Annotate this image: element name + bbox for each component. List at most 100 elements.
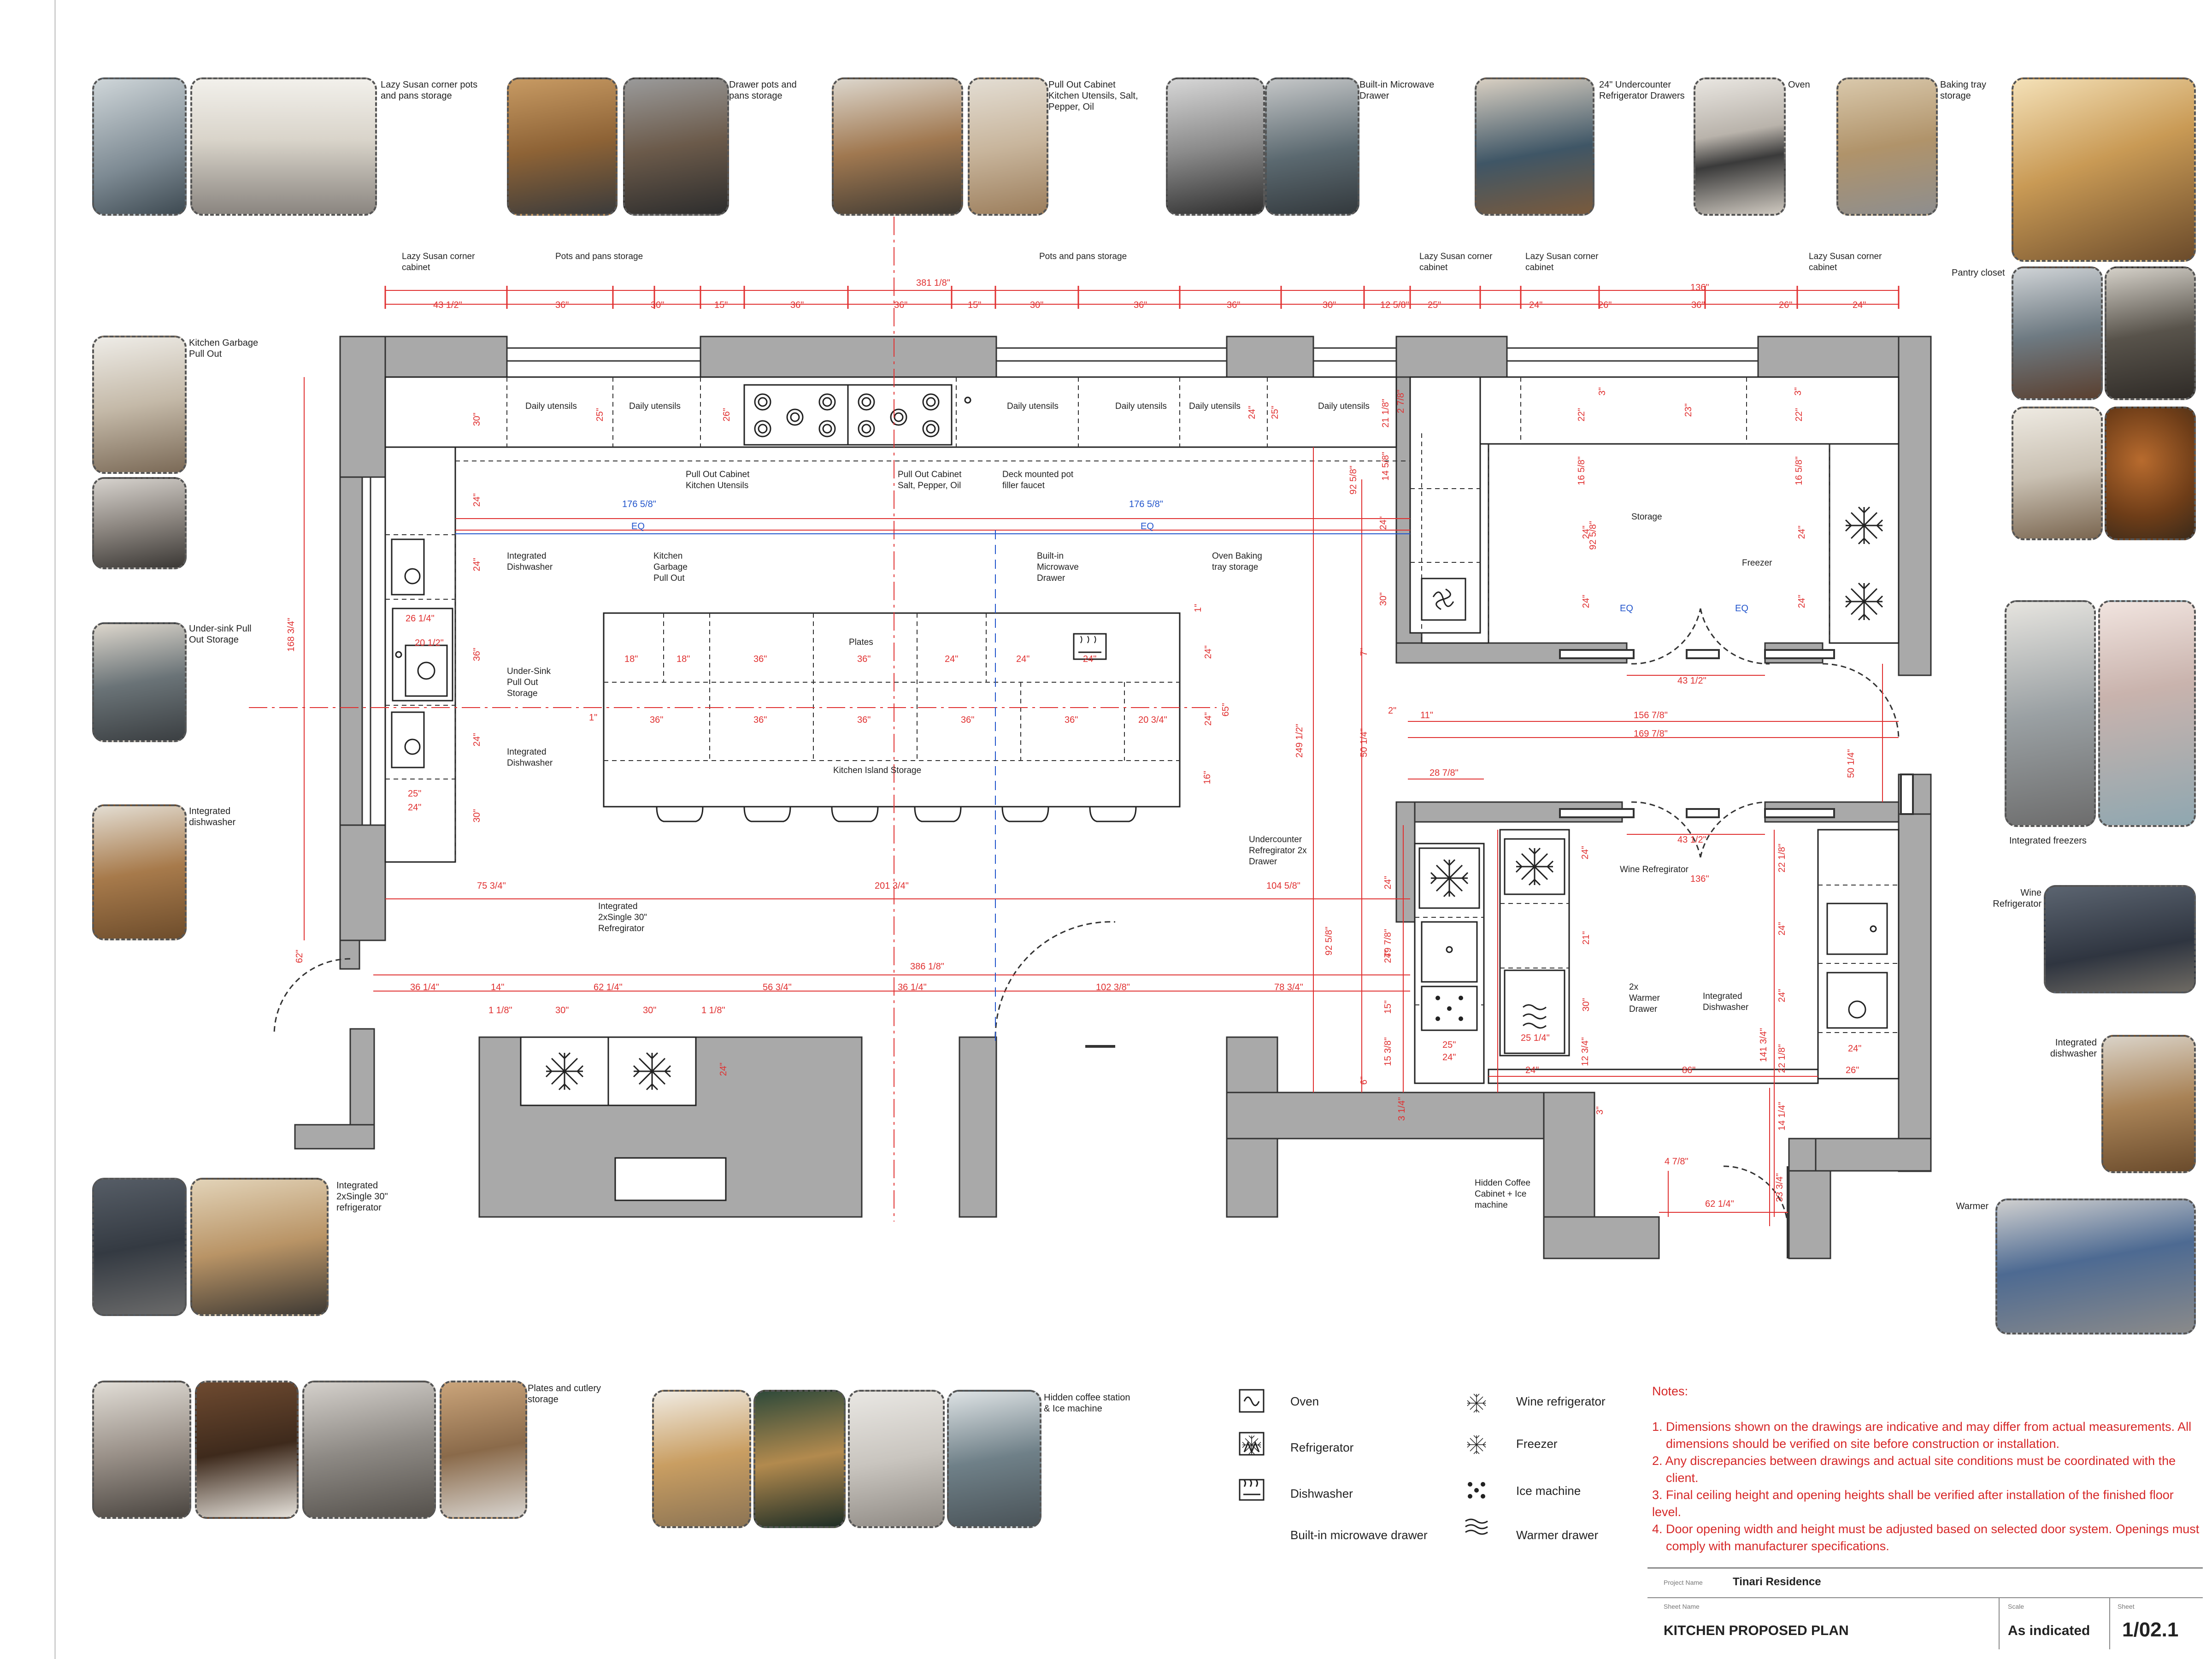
project-name: Tinari Residence (1733, 1576, 1821, 1588)
microwave-photo-2 (1265, 77, 1359, 216)
plates-photo-2 (195, 1381, 299, 1519)
dim-24-11: 24" (1247, 406, 1257, 419)
dim-33: 33 3/4" (1775, 1173, 1785, 1202)
dim-36-11: 36" (857, 715, 871, 725)
dim-30-6: 30" (472, 413, 482, 426)
dim-15-1: 15" (714, 300, 728, 310)
label-hidden-coffee: Hidden Coffee Cabinet + Ice machine (1475, 1178, 1531, 1210)
label-warmer: 2x Warmer Drawer (1629, 982, 1660, 1014)
sheet-number-label: Sheet (2118, 1603, 2135, 1610)
pantry-photo-1 (2012, 77, 2196, 262)
label-island-storage: Kitchen Island Storage (833, 766, 922, 775)
dishwasher-right-caption: Integrated dishwasher (2050, 1038, 2097, 1059)
dim-92-2: 92 5/8" (1324, 927, 1334, 956)
dim-26-3: 26" (1846, 1065, 1859, 1075)
pantry-caption: Pantry closet (1952, 268, 2005, 278)
dim-11: 11" (1420, 710, 1433, 720)
dim-24-9: 24" (1525, 1065, 1539, 1075)
dim-62-14-1: 62 1/4" (594, 982, 623, 992)
label-int-dish-1: Integrated Dishwasher (507, 551, 553, 572)
dim-28: 28 7/8" (1430, 768, 1459, 778)
dim-22-1: 22" (1577, 408, 1587, 422)
pantry-photo-5 (2105, 407, 2196, 540)
note-2b: client. (1666, 1471, 1699, 1485)
dim-25-4: 25" (595, 408, 605, 422)
note-4b: comply with manufacturer specifications. (1666, 1539, 1889, 1553)
integrated-fridge-photo-2 (190, 1178, 329, 1316)
dim-24-7: 24" (408, 803, 422, 813)
dim-3-14: 3 1/4" (1397, 1097, 1407, 1121)
dim-78: 78 3/4" (1274, 982, 1303, 992)
dim-65: 65" (1221, 703, 1231, 717)
dim-62: 62" (294, 950, 305, 963)
dim-3-3: 3" (1793, 387, 1803, 396)
title-block: Project Name Tinari Residence Sheet Name… (1647, 1567, 2203, 1649)
notes-title: Notes: (1652, 1384, 1688, 1398)
dim-14: 14" (491, 982, 505, 992)
dim-92-1: 92 5/8" (1348, 466, 1359, 495)
dim-118-2: 1 1/8" (701, 1005, 725, 1015)
label-daily-5: Daily utensils (1189, 401, 1241, 411)
dim-56: 56 3/4" (763, 982, 792, 992)
dim-25-1: 25" (1428, 300, 1441, 310)
lazy-susan-caption: Lazy Susan corner pots and pans storage (381, 80, 478, 101)
drawer-pots-photo-2 (623, 77, 729, 216)
label-eq-2: EQ (1141, 521, 1154, 531)
wine-fridge-caption: Wine Refrigerator (1993, 888, 2041, 909)
scale-value: As indicated (2008, 1623, 2090, 1638)
dim-24-14: 24" (472, 733, 482, 747)
label-eq-1: EQ (631, 521, 645, 531)
project-name-label: Project Name (1664, 1579, 1703, 1586)
baking-tray-caption: Baking tray storage (1940, 80, 1987, 101)
pantry-photo-2 (2012, 266, 2103, 400)
dim-1: 1" (589, 713, 598, 723)
oven-photo (1694, 77, 1786, 216)
dim-3-2: 3" (1597, 387, 1607, 396)
label-lazy-susan-3: Lazy Susan corner cabinet (1525, 252, 1599, 272)
note-2a: 2. Any discrepancies between drawings an… (1652, 1454, 2176, 1468)
dim-168: 168 3/4" (286, 618, 296, 652)
dim-381: 381 1/8" (916, 278, 950, 288)
windows (361, 347, 1759, 826)
dim-30-5: 30" (643, 1005, 657, 1015)
coffee-photo-4 (947, 1390, 1041, 1528)
dim-169: 169 7/8" (1634, 729, 1668, 739)
dim-24-13: 24" (472, 558, 482, 572)
dim-30-3: 30" (1323, 300, 1336, 310)
dim-22-18-2: 22 1/8" (1777, 1044, 1787, 1073)
label-daily-6: Daily utensils (1318, 401, 1370, 411)
dim-21: 21" (1581, 931, 1591, 945)
label-int-dish-2: Integrated Dishwasher (507, 747, 553, 768)
dim-24-25: 24" (1777, 922, 1787, 936)
dim-30-4: 30" (555, 1005, 569, 1015)
dim-30-2: 30" (1030, 300, 1044, 310)
binding-margin-line (54, 0, 56, 1659)
label-pull-out-1: Pull Out Cabinet Kitchen Utensils (686, 470, 750, 490)
dim-24-8: 24" (1442, 1052, 1456, 1063)
dim-36-4: 36" (1134, 300, 1147, 310)
dim-15-2: 15" (968, 300, 982, 310)
dim-14-14: 14 1/4" (1777, 1102, 1787, 1131)
dim-26-14: 26 1/4" (406, 614, 435, 624)
undersink-caption: Under-sink Pull Out Storage (189, 624, 252, 645)
label-undercounter-fridge: Undercounter Refregirator 2x Drawer (1249, 835, 1307, 867)
dim-30-7: 30" (472, 809, 482, 823)
pantry-photo-4 (2012, 407, 2103, 540)
freezers-photo-1 (2005, 600, 2096, 827)
label-lazy-susan-1: Lazy Susan corner cabinet (402, 252, 475, 272)
dim-30-1: 30" (651, 300, 665, 310)
undercounter-fridge-caption: 24" Undercounter Refrigerator Drawers (1599, 80, 1685, 101)
label-pots-2: Pots and pans storage (1039, 252, 1127, 261)
label-daily-1: Daily utensils (525, 401, 577, 411)
freezers-photo-2 (2098, 600, 2196, 827)
legend-oven-label: Oven (1290, 1394, 1319, 1408)
label-daily-4: Daily utensils (1115, 401, 1167, 411)
coffee-photo-3 (848, 1390, 945, 1528)
label-undersink: Under-Sink Pull Out Storage (507, 667, 551, 698)
dim-6: 6" (1359, 1076, 1369, 1085)
dim-36-3: 36" (894, 300, 908, 310)
dim-50-2: 50 1/4" (1846, 749, 1856, 778)
dim-12: 12 5/8" (1380, 300, 1409, 310)
scale-label: Scale (2008, 1603, 2024, 1610)
